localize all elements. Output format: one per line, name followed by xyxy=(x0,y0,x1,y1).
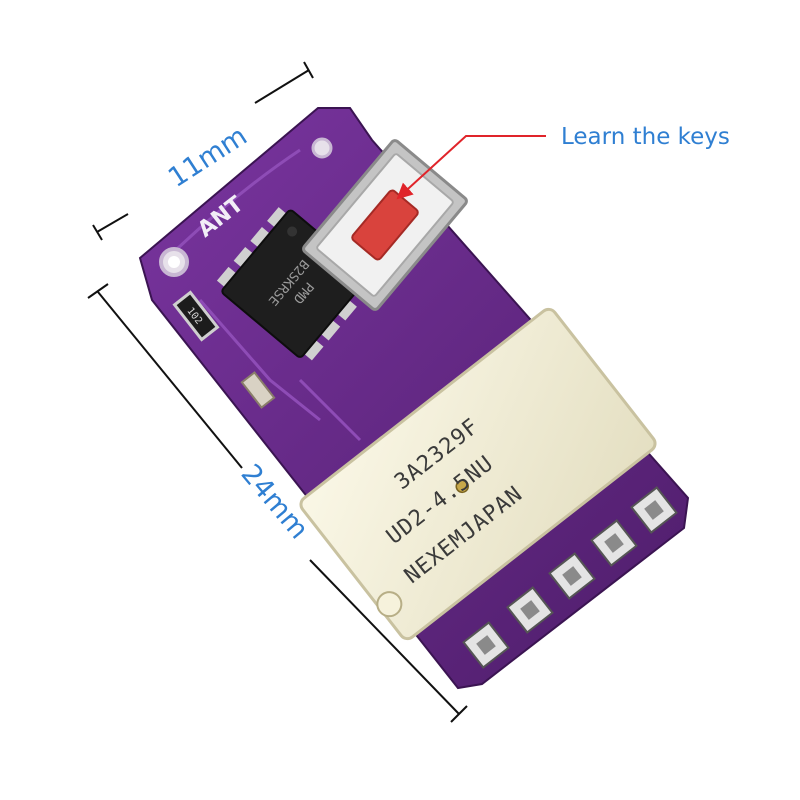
smd-resistor: 102 xyxy=(172,290,220,342)
mounting-hole xyxy=(311,137,333,159)
width-dim-line-right xyxy=(254,69,310,104)
callout-arrow xyxy=(396,135,546,200)
smd-capacitor xyxy=(240,371,276,409)
pcb-board: ANT 102 PMD B2SKRSE xyxy=(138,107,690,690)
callout-label: Learn the keys xyxy=(561,124,730,150)
header-pins xyxy=(462,486,678,669)
width-dim-tick-right xyxy=(303,61,314,79)
learn-button[interactable] xyxy=(302,139,468,311)
length-dim-line-bottom xyxy=(309,559,460,715)
width-dim-line-left xyxy=(96,213,129,233)
pcb-trace xyxy=(198,299,321,422)
length-dim-tick-top xyxy=(87,283,109,299)
relay: 3A2329F UD2-4.5NU NEXEMJAPAN xyxy=(299,307,657,641)
mounting-hole-center xyxy=(168,256,180,268)
length-dim-tick-bottom xyxy=(450,705,468,723)
button-cap[interactable] xyxy=(351,189,420,261)
length-dim-line-top xyxy=(97,291,243,469)
learn-keys-callout: Learn the keys xyxy=(396,124,730,200)
pcb-trace xyxy=(176,148,301,250)
pcb-trace xyxy=(298,378,362,442)
width-dim-tick-left xyxy=(92,224,103,241)
